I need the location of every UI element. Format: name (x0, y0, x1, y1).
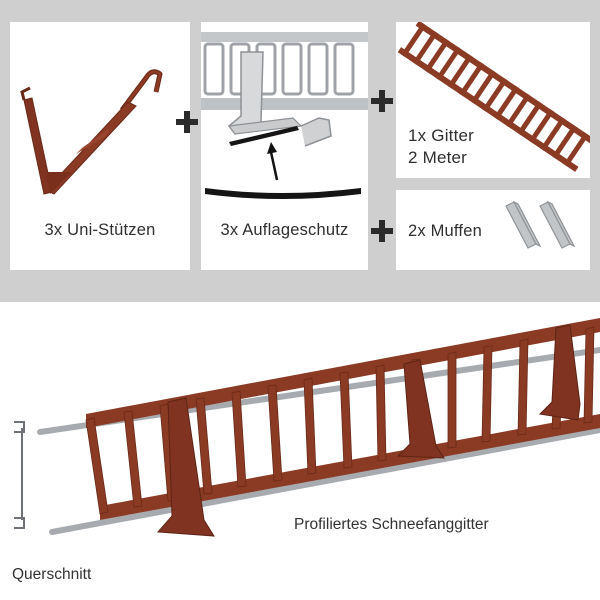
plus-icon (176, 111, 198, 133)
auflageschutz-label: 3x Auflageschutz (220, 221, 349, 239)
muffen-image (505, 200, 576, 249)
auflageschutz-image (201, 32, 368, 199)
cross-section-label: Querschnitt (12, 566, 92, 583)
gitter-label-line1: 1x Gitter (408, 126, 475, 145)
panel-uni-stuetzen: 3x Uni-Stützen (10, 22, 190, 270)
assembled-snowguard-image (14, 318, 600, 537)
assembly-caption: Profiliertes Schneefanggitter (294, 516, 489, 533)
plus-icon (371, 220, 393, 242)
arrow-up-icon (267, 142, 277, 154)
gitter-label-line2: 2 Meter (408, 148, 468, 167)
panel-gitter: 1x Gitter 2 Meter (396, 22, 590, 178)
panel-muffen: 2x Muffen (396, 190, 590, 270)
uni-stuetzen-label: 3x Uni-Stützen (44, 221, 156, 239)
uni-stuetze-image (20, 69, 163, 195)
plus-icon (371, 90, 393, 112)
panel-auflageschutz: 3x Auflageschutz (201, 22, 368, 270)
muffen-label: 2x Muffen (408, 222, 482, 240)
gitter-image (397, 22, 590, 172)
